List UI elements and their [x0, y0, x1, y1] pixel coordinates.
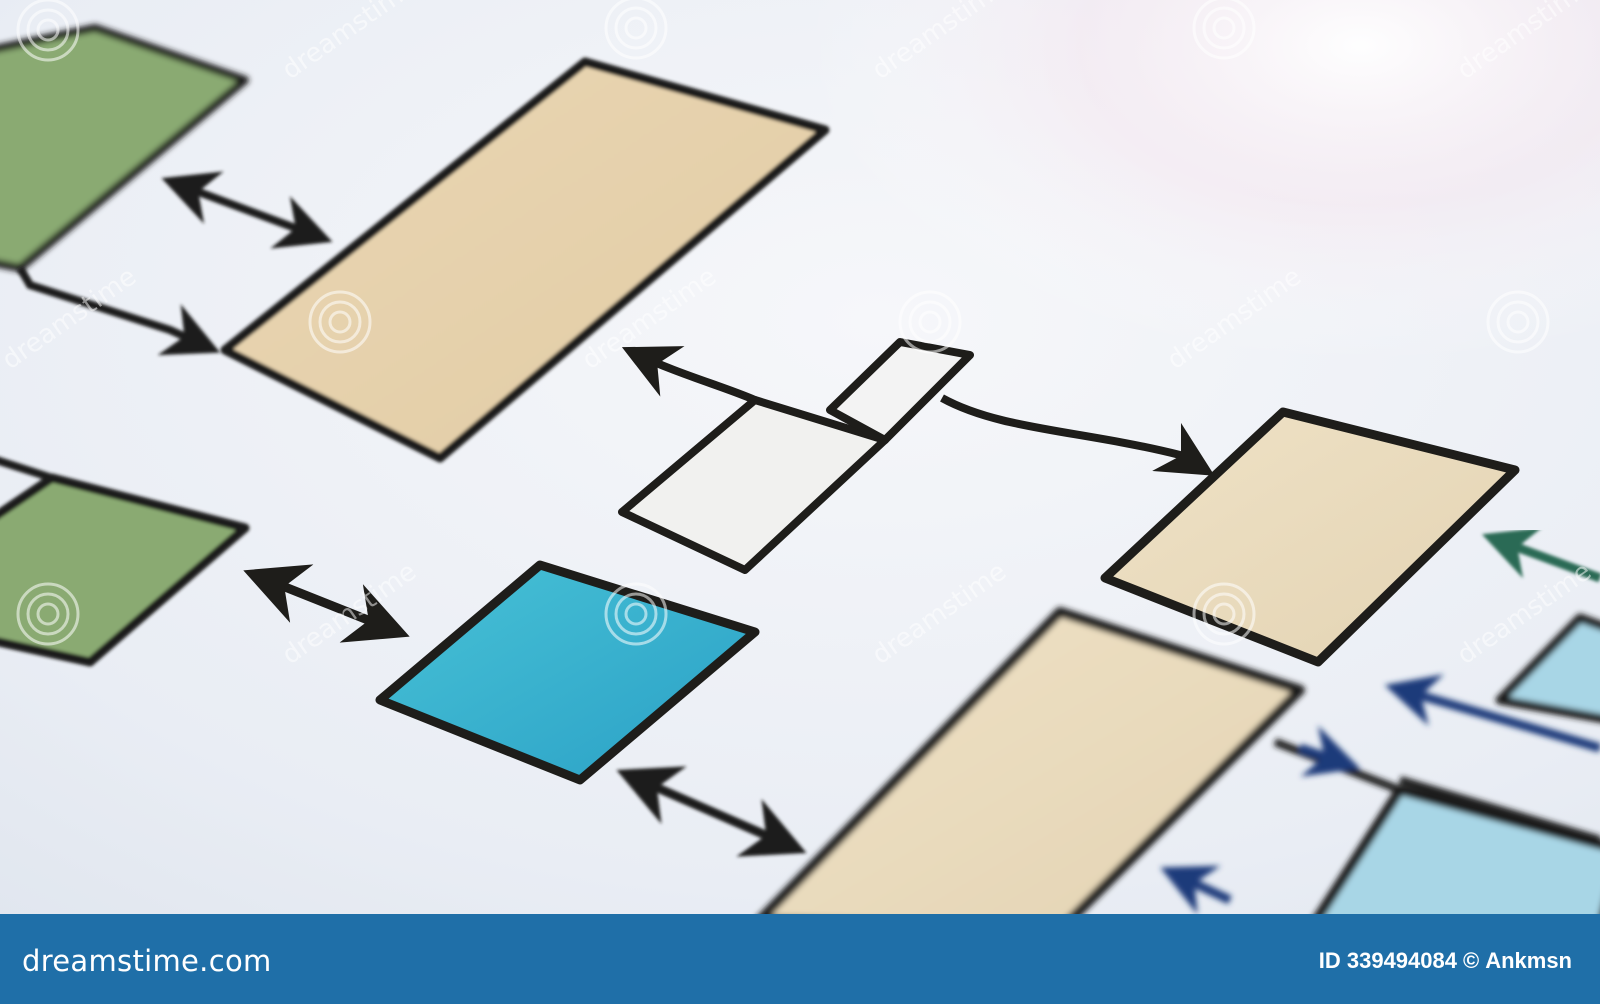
spiral-logo-icon	[604, 582, 668, 646]
spiral-logo-icon	[604, 0, 668, 60]
spiral-logo-icon	[308, 290, 372, 354]
copyright-symbol: ©	[1462, 948, 1480, 973]
spiral-logo-icon	[1192, 0, 1256, 60]
spiral-logo-icon	[1486, 290, 1550, 354]
spiral-logo-icon	[898, 290, 962, 354]
watermark-footer-bar: dreamstime.com ID 339494084©Ankmsn	[0, 914, 1600, 1004]
flowchart-photo: dreamstime dreamstime dreamstime dreamst…	[0, 0, 1600, 914]
spiral-logo-icon	[1192, 582, 1256, 646]
image-credit: ID 339494084©Ankmsn	[1313, 948, 1572, 974]
spiral-logo-icon	[16, 0, 80, 62]
watermark-spirals	[16, 0, 1550, 646]
spiral-logo-icon	[16, 582, 80, 646]
author-name: Ankmsn	[1485, 948, 1572, 973]
light-glare	[0, 0, 1600, 914]
image-id: ID 339494084	[1318, 948, 1457, 973]
site-logo: dreamstime.com	[22, 944, 272, 978]
